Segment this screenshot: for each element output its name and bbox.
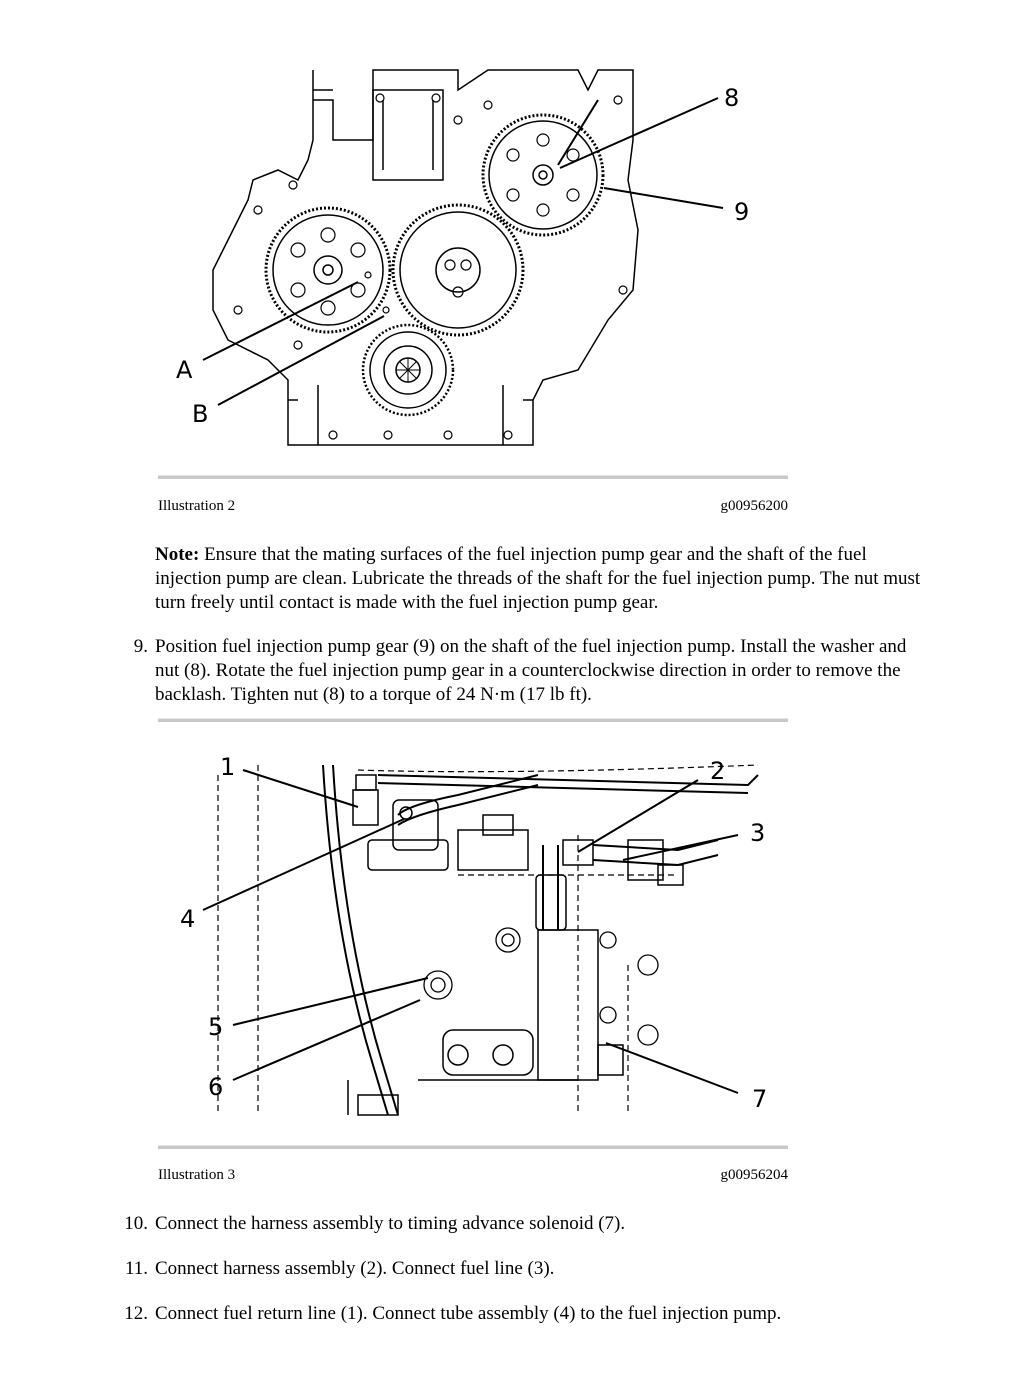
step-9-text: Position fuel injection pump gear (9) on…	[155, 636, 907, 705]
illustration-2-gear-train-drawing: 8 9 A B	[158, 60, 788, 470]
callout-4: 4	[180, 905, 195, 933]
illustration-2-divider	[158, 475, 788, 479]
illustration-3-top-divider	[158, 718, 788, 722]
step-10-text: Connect the harness assembly to timing a…	[155, 1213, 626, 1234]
step-11-number: 11.	[124, 1258, 148, 1279]
illustration-2-id: g00956200	[720, 498, 789, 514]
callout-5: 5	[208, 1013, 223, 1041]
callout-7: 7	[752, 1085, 767, 1113]
illustration-2-label: Illustration 2	[158, 498, 236, 514]
illustration-3-id: g00956204	[720, 1167, 789, 1183]
step-11-text: Connect harness assembly (2). Connect fu…	[155, 1258, 555, 1279]
callout-3: 3	[750, 819, 765, 847]
illustration-3-divider	[158, 1145, 788, 1149]
callout-6: 6	[208, 1073, 223, 1101]
callout-2: 2	[710, 757, 725, 785]
callout-A: A	[176, 356, 193, 384]
callout-B: B	[192, 400, 208, 428]
callout-1: 1	[220, 753, 235, 781]
callout-8: 8	[724, 84, 739, 112]
note-paragraph: Note: Ensure that the mating surfaces of…	[155, 543, 925, 615]
step-12-text: Connect fuel return line (1). Connect tu…	[155, 1303, 782, 1324]
illustration-3-pump-connections-drawing: 1 2 3 4 5 6 7	[158, 735, 788, 1135]
note-label: Note:	[155, 544, 200, 565]
step-10-number: 10.	[124, 1213, 148, 1234]
step-9-number: 9.	[133, 636, 148, 657]
step-12-number: 12.	[124, 1303, 148, 1324]
note-text: Ensure that the mating surfaces of the f…	[155, 544, 921, 613]
illustration-3-label: Illustration 3	[158, 1167, 236, 1183]
callout-9: 9	[734, 198, 749, 226]
